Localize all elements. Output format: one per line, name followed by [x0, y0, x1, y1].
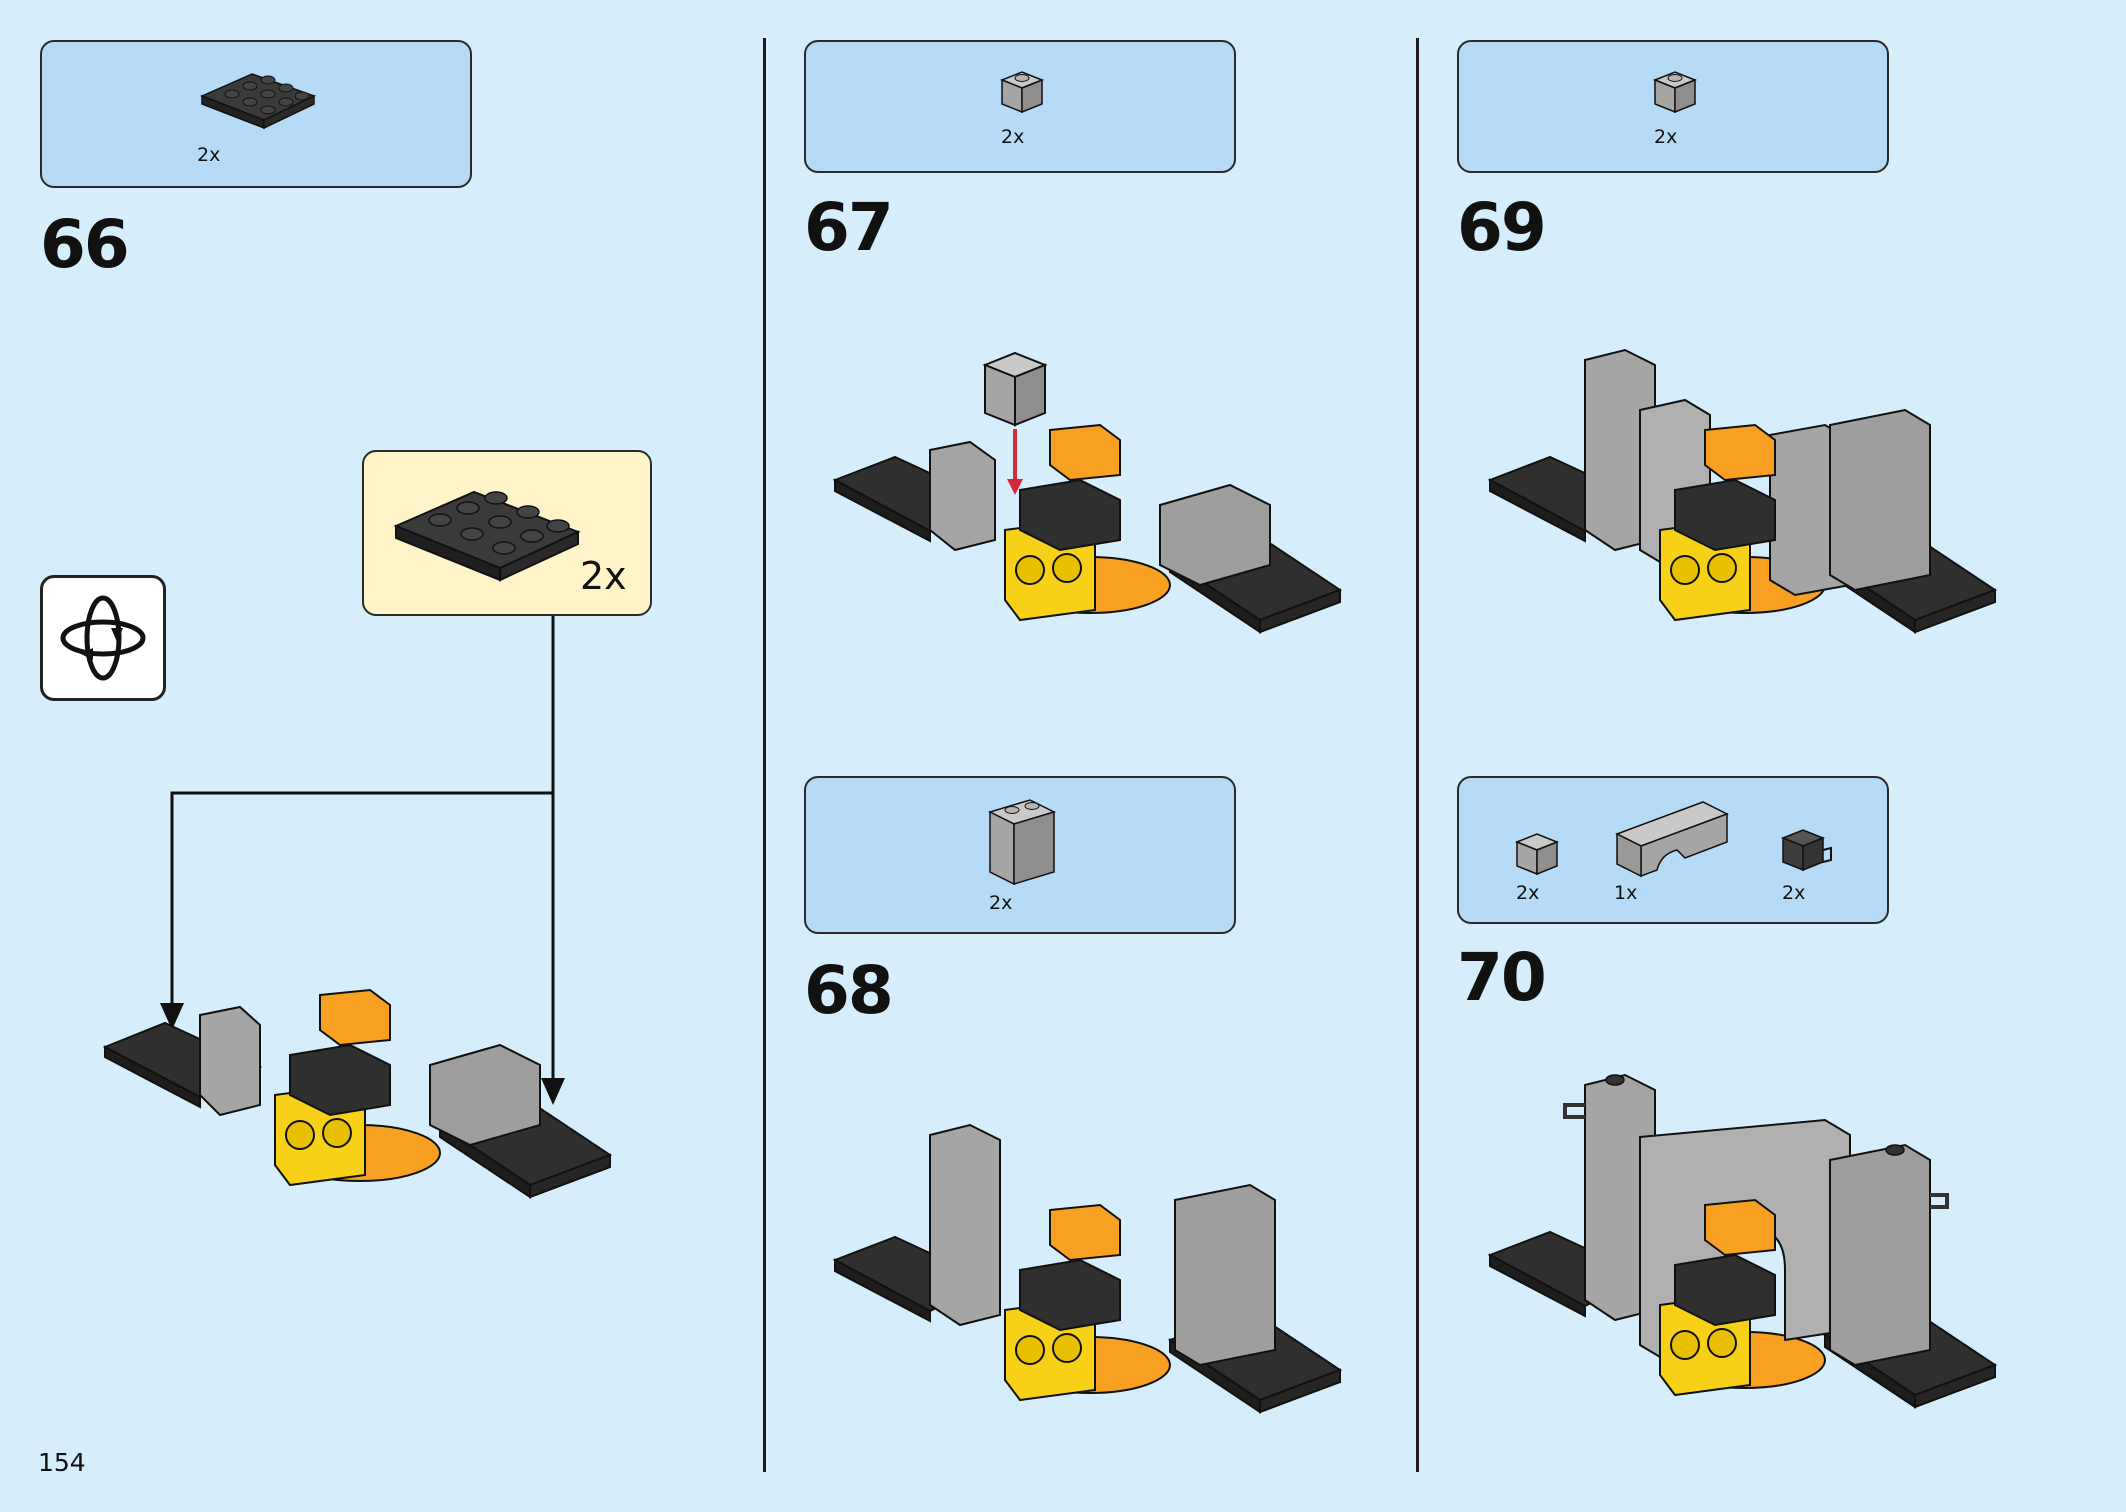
part-qty: 2x — [197, 144, 221, 166]
black-plate-icon — [200, 73, 316, 130]
parts-box-step-68: 2x — [804, 776, 1236, 934]
rotate-model-box — [40, 575, 166, 701]
step-number-68: 68 — [804, 952, 894, 1029]
model-step-67 — [832, 351, 1343, 634]
parts-box-step-67: 2x — [804, 40, 1236, 173]
rotate-model-icon — [60, 595, 146, 681]
grey-brick-1x1-icon — [999, 71, 1045, 114]
part-qty: 1x — [1614, 882, 1638, 904]
parts-box-step-66: 2x — [40, 40, 472, 188]
subassembly-box: 2x — [362, 450, 652, 616]
model-step-70 — [1487, 1073, 1998, 1409]
model-step-66 — [102, 988, 613, 1199]
step-number-66: 66 — [40, 206, 130, 283]
step-number-67: 67 — [804, 189, 894, 266]
model-step-69 — [1487, 348, 1998, 634]
parts-box-step-70: 2x 1x 2x — [1457, 776, 1889, 924]
step-number-69: 69 — [1457, 189, 1547, 266]
part-qty: 2x — [1001, 126, 1025, 148]
part-qty: 2x — [1516, 882, 1540, 904]
model-step-68 — [832, 1123, 1343, 1414]
page-number: 154 — [38, 1448, 86, 1477]
part-qty: 2x — [989, 892, 1013, 914]
grey-brick-1x1-icon — [1514, 833, 1560, 876]
part-qty: 2x — [1654, 126, 1678, 148]
column-divider-left — [763, 38, 766, 1472]
grey-arch-icon — [1615, 801, 1729, 878]
subassembly-qty: 2x — [580, 554, 627, 598]
parts-box-step-69: 2x — [1457, 40, 1889, 173]
grey-brick-1x2x2-icon — [987, 799, 1057, 886]
step-number-70: 70 — [1457, 939, 1547, 1016]
column-divider-right — [1416, 38, 1419, 1472]
grey-brick-1x1-icon — [1652, 71, 1698, 114]
black-plate-icon — [393, 490, 581, 582]
part-qty: 2x — [1782, 882, 1806, 904]
dark-grey-clip-brick-icon — [1780, 829, 1832, 872]
